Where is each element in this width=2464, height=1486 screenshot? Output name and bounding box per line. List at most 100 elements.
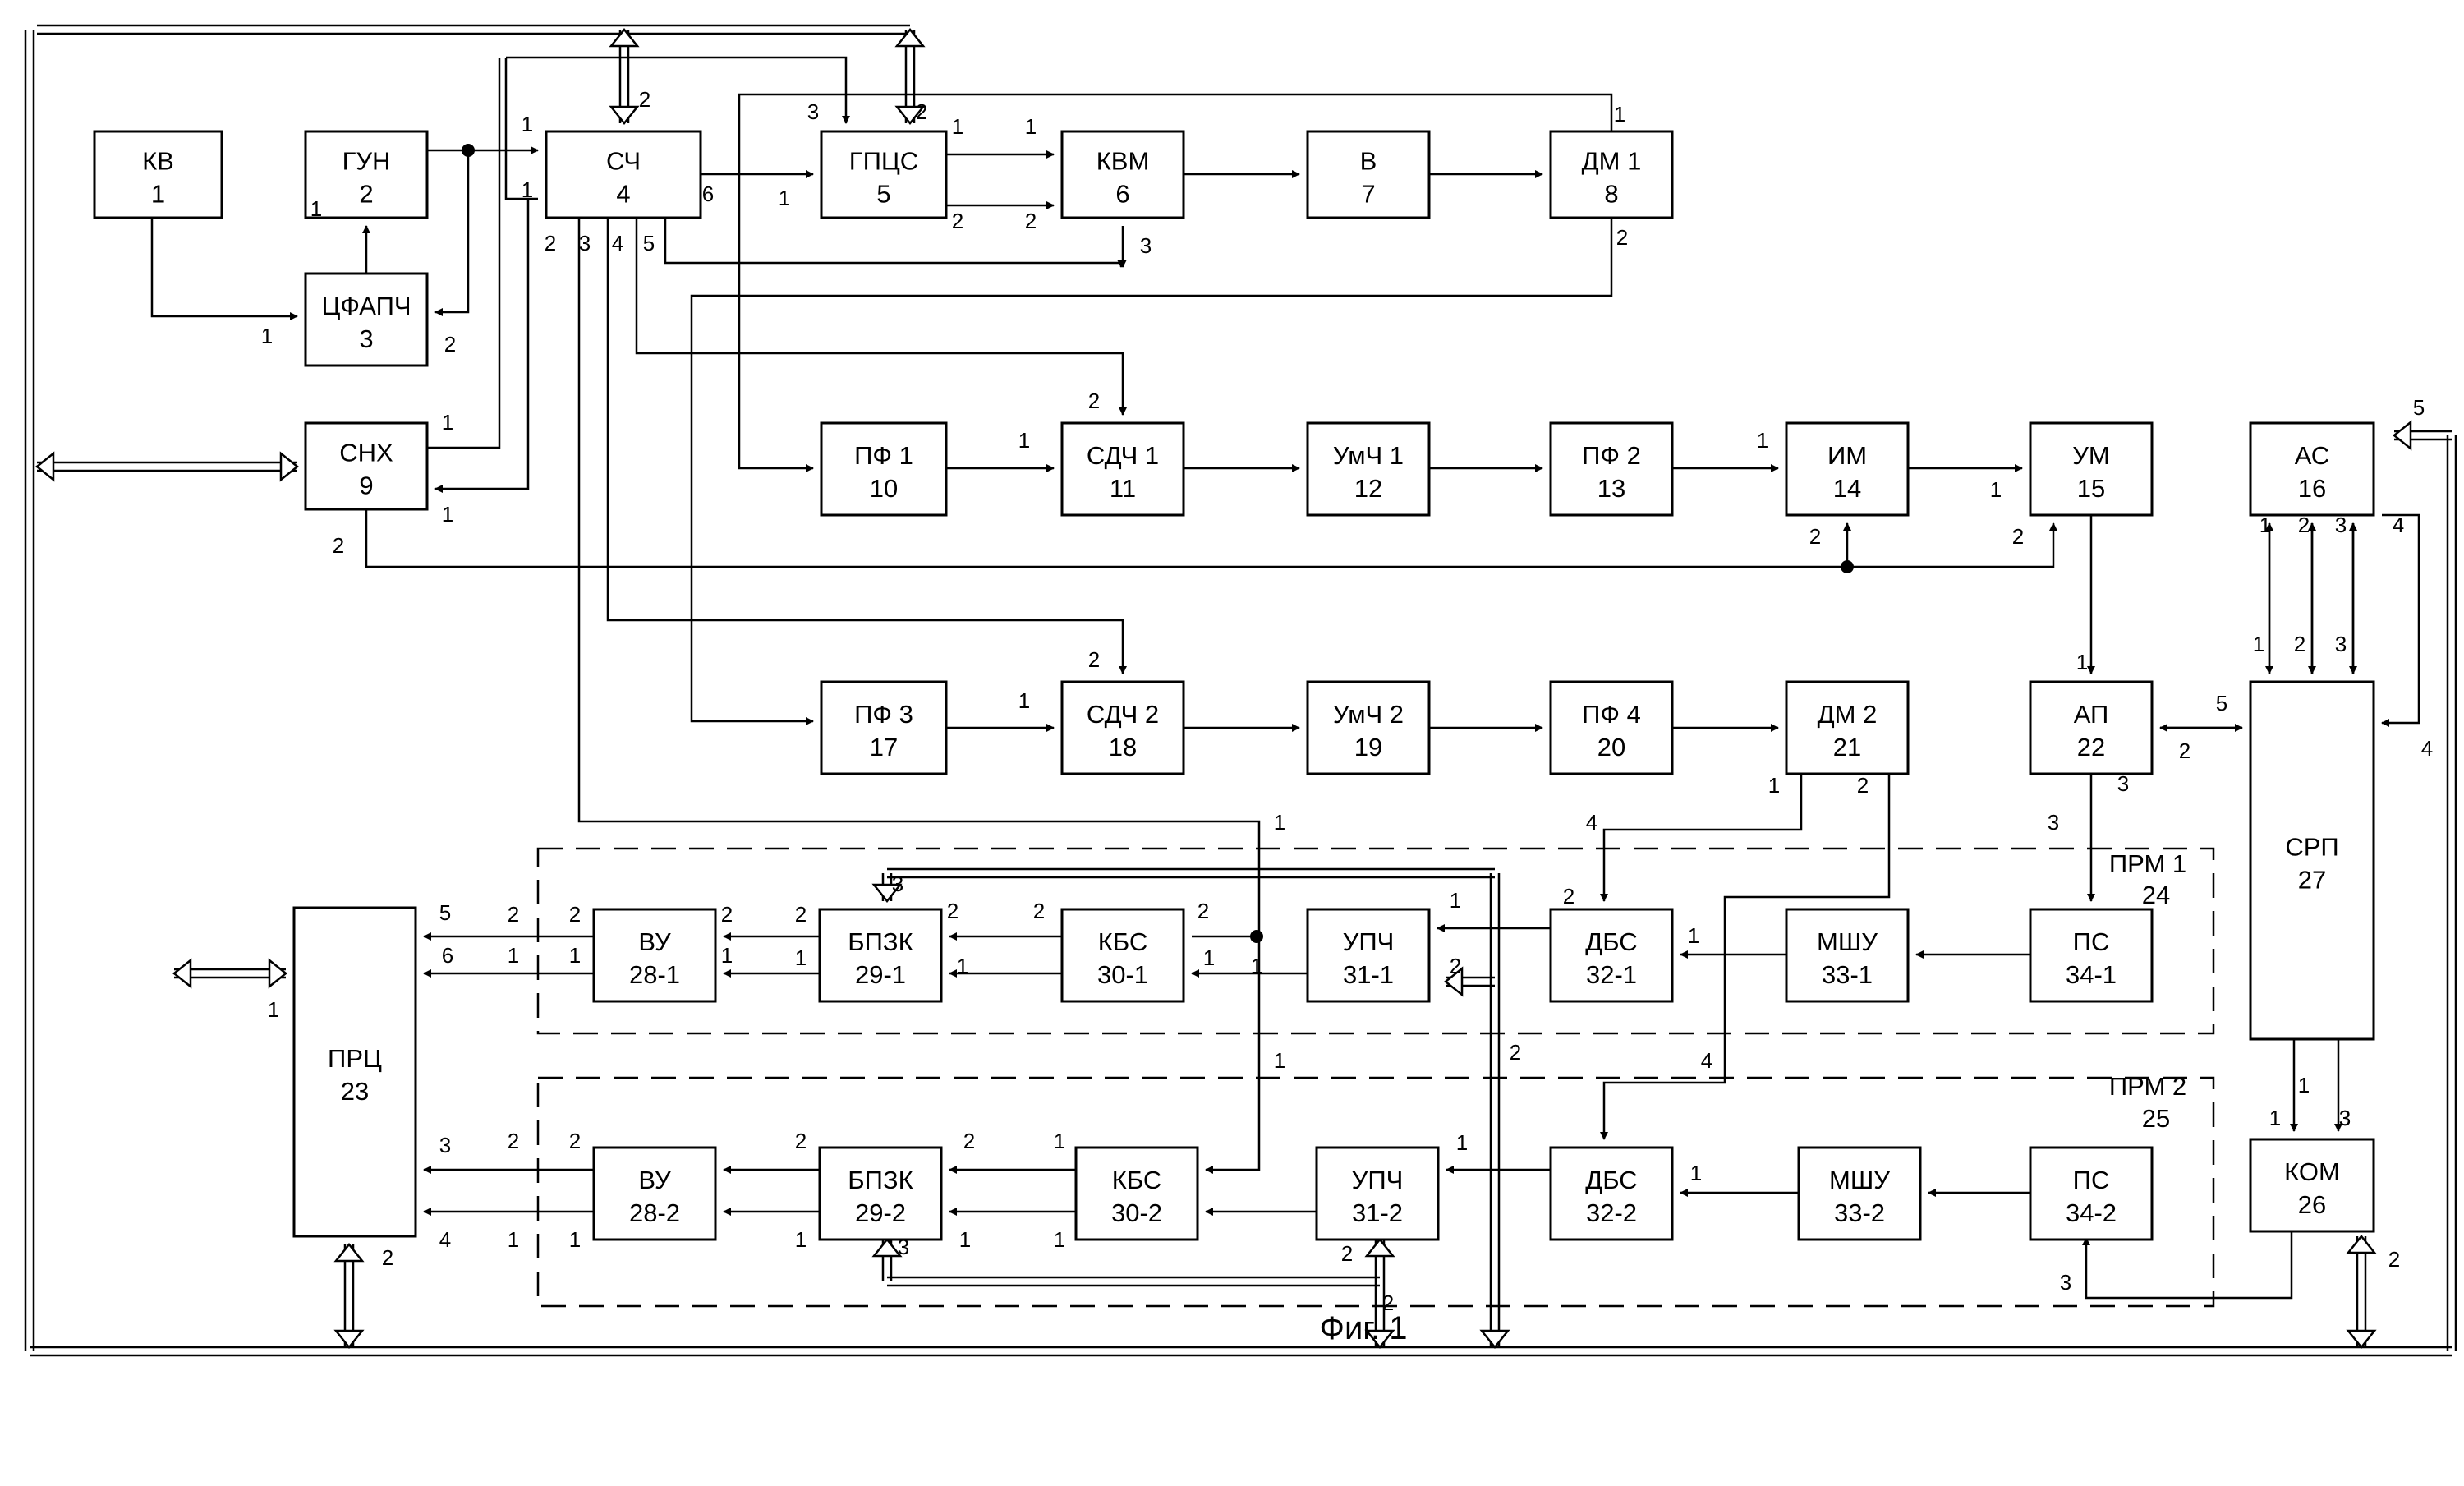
block-21-frame xyxy=(1785,680,1910,775)
port-number: 3 xyxy=(892,872,903,896)
bus-arrowhead xyxy=(268,958,288,989)
block-4: СЧ4 xyxy=(545,130,702,219)
block-28-2-label: ВУ xyxy=(638,1166,671,1194)
block-11-number: 11 xyxy=(1110,474,1136,503)
port-number: 2 xyxy=(1033,899,1045,923)
block-8-label: ДМ 1 xyxy=(1582,147,1642,176)
port-number: 2 xyxy=(2298,513,2310,537)
port-number: 2 xyxy=(333,533,344,558)
block-17-number: 17 xyxy=(870,733,898,761)
block-11: СДЧ 111 xyxy=(1060,421,1185,517)
port-number: 4 xyxy=(1701,1048,1712,1073)
block-31-1-number: 31-1 xyxy=(1343,960,1394,989)
port-number: 1 xyxy=(1251,954,1262,978)
block-16-frame xyxy=(2249,421,2375,517)
block-33-2-number: 33-2 xyxy=(1834,1198,1885,1227)
block-27-number: 27 xyxy=(2298,866,2326,895)
port-number: 2 xyxy=(1809,524,1821,549)
block-3-label: ЦФАПЧ xyxy=(321,292,411,320)
block-32-1-number: 32-1 xyxy=(1586,960,1637,989)
port-number: 3 xyxy=(1140,233,1152,258)
port-number: 4 xyxy=(1586,810,1597,835)
bus-arrowhead xyxy=(333,1329,365,1350)
bus-link xyxy=(30,1346,2452,1357)
block-34-1-frame xyxy=(2029,908,2154,1003)
bus-link xyxy=(2446,435,2457,1351)
port-number: 2 xyxy=(1510,1040,1521,1065)
group-frame-prm-1 xyxy=(536,847,2215,1035)
port-number: 1 xyxy=(1690,1161,1702,1185)
bus-link xyxy=(37,461,297,472)
block-30-1-label: КБС xyxy=(1098,927,1147,956)
block-1-label: КВ xyxy=(142,147,174,176)
port-number: 2 xyxy=(382,1245,393,1270)
signal-wire xyxy=(635,218,1127,416)
port-number: 1 xyxy=(795,1227,807,1252)
port-number: 5 xyxy=(2413,395,2425,420)
port-number: 1 xyxy=(1054,1129,1065,1153)
block-14-number: 14 xyxy=(1833,474,1861,503)
port-number: 1 xyxy=(1757,428,1768,453)
port-number: 1 xyxy=(2298,1073,2310,1097)
block-23-label: ПРЦ xyxy=(328,1044,382,1073)
block-23-frame xyxy=(292,906,417,1238)
block-5-number: 5 xyxy=(876,180,890,209)
block-6-label: КВМ xyxy=(1096,147,1150,176)
block-7: В7 xyxy=(1306,130,1431,219)
block-8-frame xyxy=(1549,130,1674,219)
bus-arrowhead xyxy=(2346,1234,2377,1254)
bus-arrowhead xyxy=(871,883,903,904)
block-31-1-label: УПЧ xyxy=(1343,927,1395,956)
block-18-number: 18 xyxy=(1109,733,1137,761)
block-32-1-frame xyxy=(1549,908,1674,1003)
junction-dot xyxy=(1250,930,1263,943)
port-number: 4 xyxy=(2393,513,2404,537)
port-number: 2 xyxy=(2294,632,2305,656)
block-27-frame xyxy=(2249,680,2375,1041)
block-19: УмЧ 219 xyxy=(1306,680,1431,775)
block-13-frame xyxy=(1549,421,1674,517)
port-number: 1 xyxy=(569,1227,581,1252)
port-number: 1 xyxy=(1018,688,1030,713)
port-number: 1 xyxy=(959,1227,971,1252)
block-1: КВ1 xyxy=(93,130,223,219)
block-19-frame xyxy=(1306,680,1431,775)
signal-wire xyxy=(690,218,1613,725)
block-29-1-number: 29-1 xyxy=(855,960,906,989)
block-29-2-label: БПЗК xyxy=(848,1166,913,1194)
port-number: 1 xyxy=(2076,650,2088,674)
signal-wire xyxy=(427,58,501,449)
block-30-2-number: 30-2 xyxy=(1111,1198,1162,1227)
block-15-label: УМ xyxy=(2072,441,2110,470)
as-srp-link-4 xyxy=(2381,513,2420,727)
group-label-25: ПРМ 2 xyxy=(2109,1072,2186,1101)
port-number: 3 xyxy=(2335,632,2347,656)
block-30-2-label: КБС xyxy=(1112,1166,1161,1194)
port-number: 6 xyxy=(442,943,453,968)
block-28-1-frame xyxy=(592,908,717,1003)
signal-wire xyxy=(664,218,1125,268)
signal-wire xyxy=(2082,1231,2293,1300)
signal-wire xyxy=(434,150,470,316)
bus-arrowhead xyxy=(2346,1329,2377,1350)
port-number: 1 xyxy=(1274,810,1285,835)
block-8-number: 8 xyxy=(1604,180,1618,209)
bus-arrowhead xyxy=(172,958,192,989)
port-number: 1 xyxy=(1054,1227,1065,1252)
port-number: 3 xyxy=(2117,771,2129,796)
port-number: 1 xyxy=(1768,773,1780,798)
block-32-1-label: ДБС xyxy=(1585,927,1637,956)
block-2-label: ГУН xyxy=(342,147,391,176)
block-32-2-frame xyxy=(1549,1146,1674,1241)
bus-arrowhead xyxy=(34,451,55,482)
block-15-number: 15 xyxy=(2077,474,2105,503)
block-33-1-frame xyxy=(1785,908,1910,1003)
block-33-2-frame xyxy=(1797,1146,1922,1241)
port-number: 2 xyxy=(508,1129,519,1153)
port-number: 1 xyxy=(522,177,533,202)
